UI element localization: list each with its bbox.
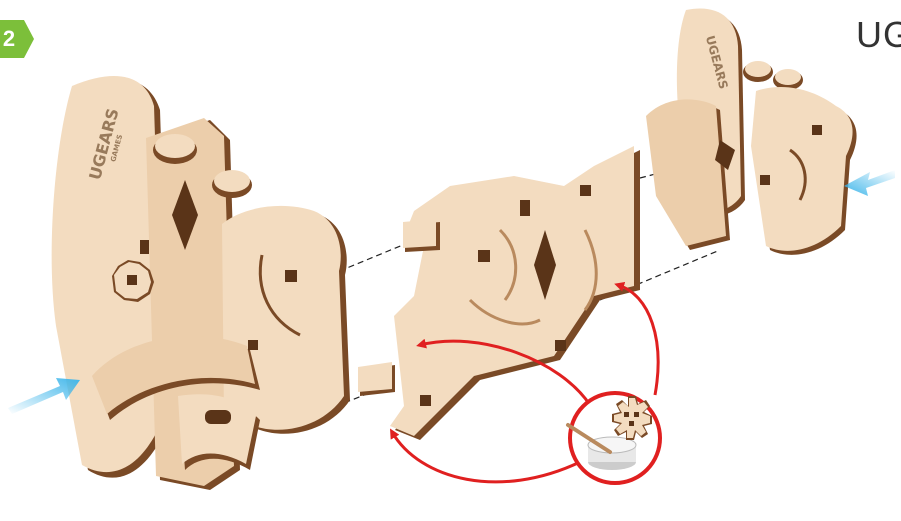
guide-arrow-middle	[416, 338, 592, 406]
brand-logo-text: UG	[856, 14, 901, 55]
guide-arrow-lower	[389, 428, 581, 484]
step-number: 2	[2, 26, 16, 51]
brand-logo: UG	[852, 6, 901, 66]
step-badge: 2	[0, 20, 34, 58]
blue-arrow-icon	[8, 378, 80, 414]
guide-arrow-upper	[614, 282, 660, 396]
right-assembly: UGEARS	[646, 8, 857, 255]
center-panel	[358, 146, 640, 440]
glue-guide-arrows	[389, 282, 660, 484]
blue-arrow-icon	[844, 170, 895, 196]
glue-pot-icon	[566, 423, 637, 470]
left-assembly-gear	[112, 260, 154, 302]
left-assembly: UGEARS GAMES	[51, 75, 350, 490]
gear-icon	[612, 396, 652, 440]
step-badge-hexagon-icon	[0, 20, 34, 58]
glue-callout	[566, 391, 662, 485]
